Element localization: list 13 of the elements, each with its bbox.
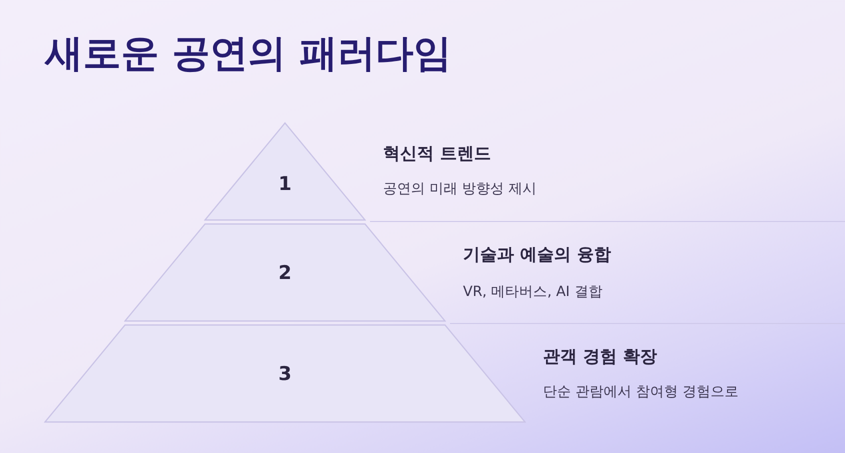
tier-number: 1: [278, 173, 292, 195]
tier-description: 단순 관람에서 참여형 경험으로: [543, 383, 738, 401]
tier-heading: 기술과 예술의 융합: [463, 244, 611, 266]
tier-description: 공연의 미래 방향성 제시: [383, 180, 536, 198]
pyramid-tier: [204, 122, 366, 221]
tier-number: 2: [278, 262, 292, 284]
pyramid-tier: [44, 324, 526, 423]
tier-heading: 관객 경험 확장: [543, 346, 657, 368]
tier-heading: 혁신적 트렌드: [383, 143, 491, 165]
pyramid-tier: [124, 223, 446, 322]
title: 새로운 공연의 패러다임: [45, 30, 452, 77]
tier-description: VR, 메타버스, AI 결합: [463, 283, 602, 301]
tier-number: 3: [278, 363, 292, 385]
